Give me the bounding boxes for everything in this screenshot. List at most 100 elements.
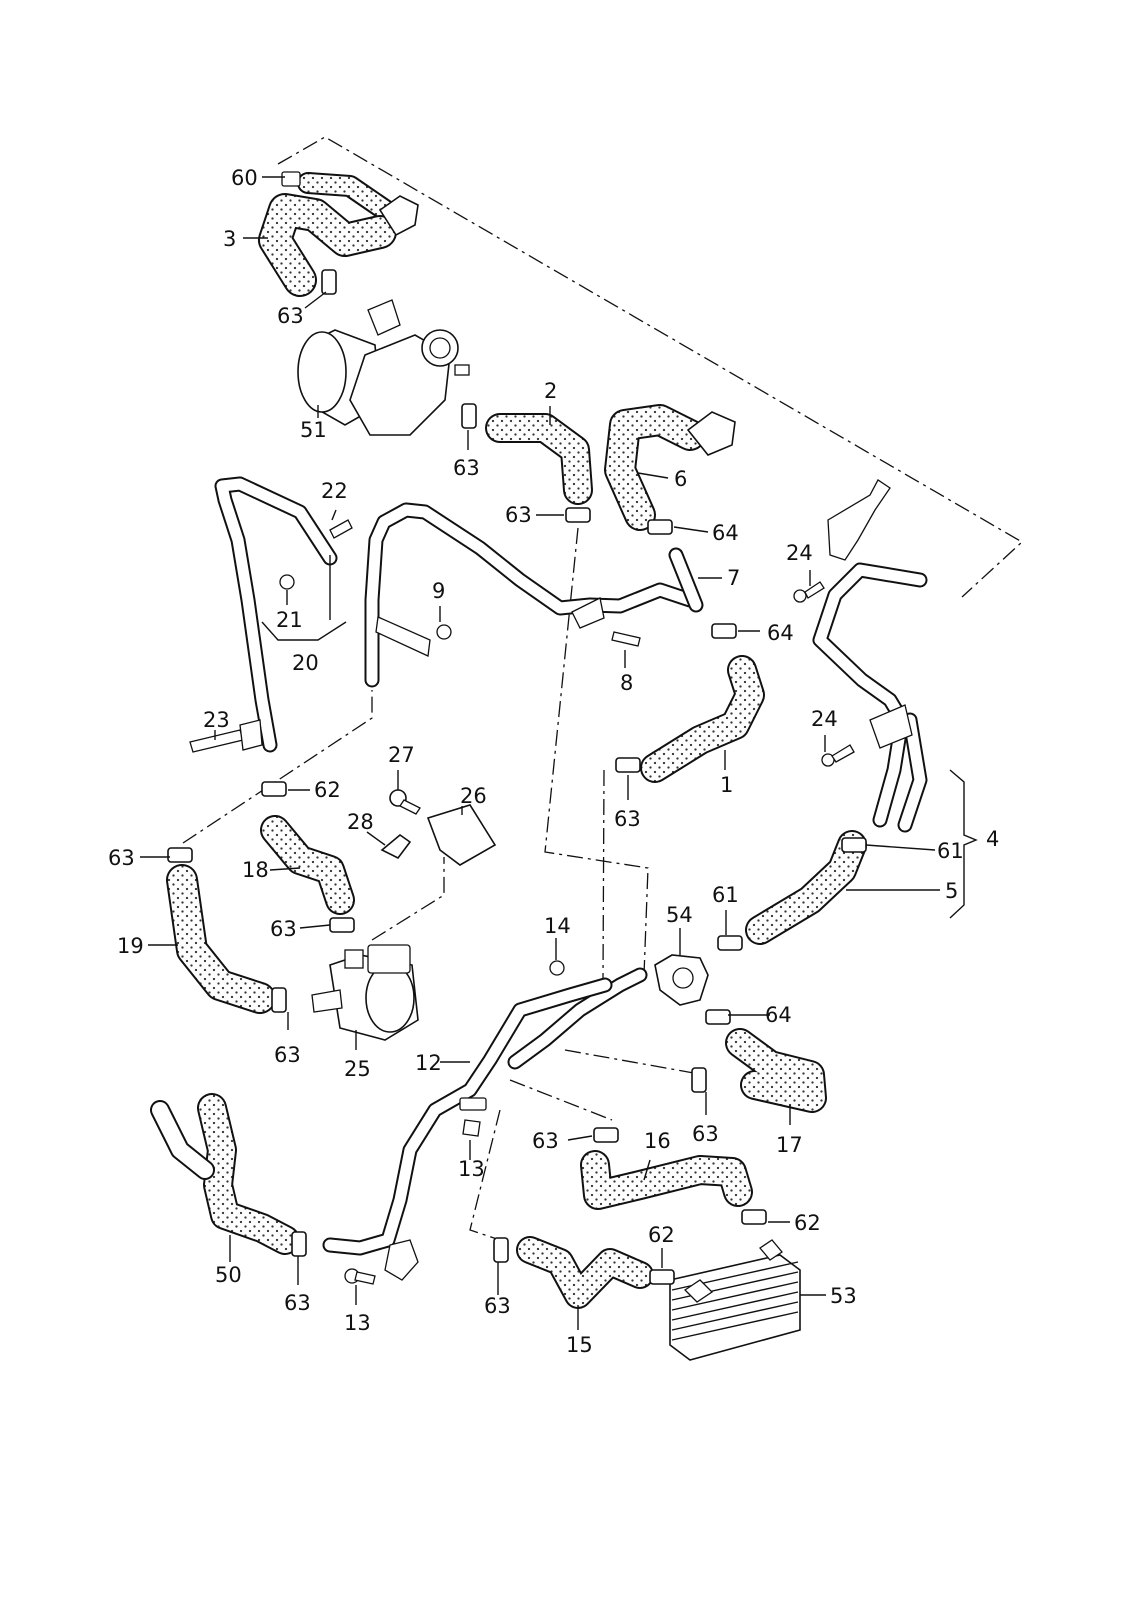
clamp-63-at-15 bbox=[493, 1237, 509, 1263]
bolt-13-upper bbox=[459, 1097, 487, 1137]
callout-61: 61 bbox=[712, 883, 739, 907]
clamp-63-at-25 bbox=[271, 987, 287, 1013]
callout-15: 15 bbox=[566, 1333, 593, 1357]
connector-6-end bbox=[686, 411, 736, 456]
callout-28: 28 bbox=[347, 810, 374, 834]
nut-14 bbox=[549, 960, 565, 976]
callout-50: 50 bbox=[215, 1263, 242, 1287]
callout-13: 13 bbox=[344, 1311, 371, 1335]
callout-53: 53 bbox=[830, 1284, 857, 1308]
callout-20: 20 bbox=[292, 651, 319, 675]
hose-50 bbox=[197, 1093, 300, 1255]
leader-lines bbox=[140, 176, 940, 1330]
connection-line-12-to-17 bbox=[564, 1049, 706, 1076]
connection-line-19-to-23 bbox=[182, 690, 373, 844]
coolant-pipe-20 bbox=[214, 476, 338, 753]
callout-23: 23 bbox=[203, 708, 230, 732]
callout-17: 17 bbox=[776, 1133, 803, 1157]
callout-labels: 60 3 63 51 2 63 63 6 64 7 64 22 21 20 9 … bbox=[108, 166, 999, 1357]
callout-19: 19 bbox=[117, 934, 144, 958]
clamp-61-at-54 bbox=[717, 935, 743, 951]
hose-60 bbox=[297, 172, 396, 221]
bolt-22 bbox=[329, 519, 353, 539]
callout-24: 24 bbox=[811, 707, 838, 731]
callout-21: 21 bbox=[276, 608, 303, 632]
clamp-61-at-5 bbox=[841, 837, 867, 853]
clamp-63-at-19 bbox=[167, 847, 193, 863]
bolt-13-lower bbox=[344, 1268, 376, 1285]
callout-5: 5 bbox=[945, 879, 958, 903]
clamp-63-at-1 bbox=[615, 757, 641, 773]
oil-cooler-53 bbox=[669, 1239, 801, 1361]
pipe-bracket-12 bbox=[384, 1239, 419, 1281]
callout-63: 63 bbox=[274, 1043, 301, 1067]
hose-3 bbox=[258, 193, 397, 297]
group-bracket-20 bbox=[261, 621, 347, 641]
callout-64: 64 bbox=[765, 1003, 792, 1027]
electric-water-pump-51 bbox=[297, 299, 470, 436]
pipe-bracket-8 bbox=[571, 597, 605, 629]
coolant-pump-25 bbox=[311, 944, 419, 1041]
callout-63: 63 bbox=[453, 456, 480, 480]
connector-3-end bbox=[378, 195, 419, 237]
callout-63: 63 bbox=[614, 807, 641, 831]
callout-27: 27 bbox=[388, 743, 415, 767]
connection-line-pipe-to-hose1 bbox=[544, 527, 649, 976]
coupling-7 bbox=[668, 547, 704, 613]
callout-62: 62 bbox=[314, 778, 341, 802]
callout-1: 1 bbox=[720, 773, 733, 797]
hose-2 bbox=[485, 413, 593, 505]
clamp-63-at-3 bbox=[321, 269, 337, 295]
callout-63: 63 bbox=[532, 1129, 559, 1153]
hose-17 bbox=[725, 1028, 827, 1113]
pipe-bracket-9 bbox=[375, 616, 431, 657]
clamp-64-at-6 bbox=[647, 519, 673, 535]
connection-line-13-to-15 bbox=[469, 1109, 501, 1241]
callout-63: 63 bbox=[505, 503, 532, 527]
callout-62: 62 bbox=[648, 1223, 675, 1247]
bracket-26 bbox=[426, 804, 497, 866]
pipe-bracket-4-lower bbox=[869, 704, 913, 749]
hose-19 bbox=[166, 864, 276, 1014]
clamp-64-at-17 bbox=[705, 1009, 731, 1025]
bolt-24-lower bbox=[821, 744, 855, 767]
callout-63: 63 bbox=[484, 1294, 511, 1318]
clamp-63-at-2 bbox=[461, 403, 477, 429]
coolant-pipe-long bbox=[364, 502, 698, 688]
callout-3: 3 bbox=[223, 227, 236, 251]
connector-60 bbox=[281, 171, 301, 187]
hose-5 bbox=[745, 830, 867, 945]
callout-64: 64 bbox=[712, 521, 739, 545]
callout-54: 54 bbox=[666, 903, 693, 927]
assembly-boundary-line bbox=[277, 136, 1024, 598]
hose-16 bbox=[580, 1150, 753, 1210]
callout-63: 63 bbox=[277, 304, 304, 328]
thermostat-54 bbox=[654, 954, 709, 1006]
bolt-24-upper bbox=[793, 581, 825, 603]
clip-28 bbox=[380, 833, 412, 860]
hose-6 bbox=[604, 404, 706, 531]
callout-12: 12 bbox=[415, 1051, 442, 1075]
clamp-63-at-17 bbox=[691, 1067, 707, 1093]
callout-63: 63 bbox=[270, 917, 297, 941]
hose-15 bbox=[516, 1236, 654, 1309]
callout-63: 63 bbox=[284, 1291, 311, 1315]
clamp-62-at-15 bbox=[649, 1269, 675, 1285]
callout-63: 63 bbox=[692, 1122, 719, 1146]
coolant-pipe-12 bbox=[322, 967, 648, 1256]
connection-line-25-to-bracket bbox=[371, 857, 445, 941]
group-bracket-4 bbox=[949, 769, 978, 919]
clamp-63-at-50 bbox=[291, 1231, 307, 1257]
clamp-63-at-2-end bbox=[565, 507, 591, 523]
callout-14: 14 bbox=[544, 914, 571, 938]
callout-26: 26 bbox=[460, 784, 487, 808]
clamp-62-at-18 bbox=[261, 781, 287, 797]
hose-1 bbox=[640, 655, 765, 783]
hose-50-branch bbox=[150, 1100, 215, 1180]
stud-23 bbox=[189, 719, 263, 753]
callout-6: 6 bbox=[674, 467, 687, 491]
callout-62: 62 bbox=[794, 1211, 821, 1235]
callout-61: 61 bbox=[937, 839, 964, 863]
connection-line-clip-to-pipe12 bbox=[602, 769, 605, 981]
